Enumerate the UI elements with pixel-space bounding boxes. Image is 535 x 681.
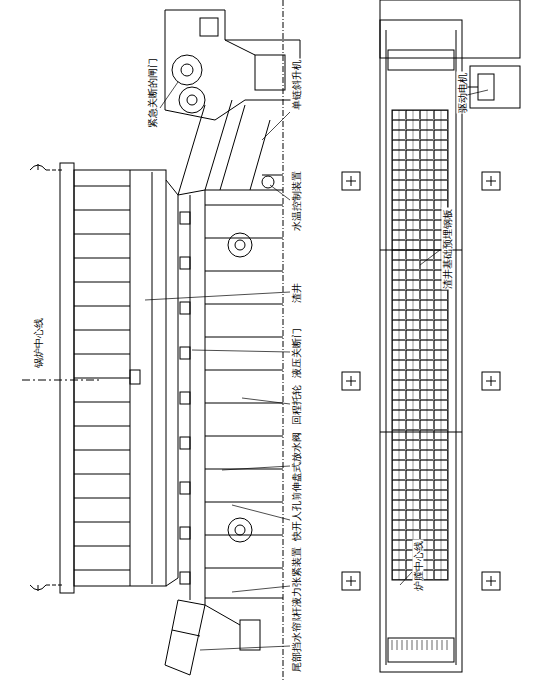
part-label: 紧急关断的闸门 [147, 56, 158, 128]
tail-tooth [442, 640, 443, 650]
hopper-rib [74, 474, 130, 475]
hopper-rib [74, 306, 130, 307]
part-label: 回程托轮 [291, 383, 302, 425]
tail-tooth [417, 640, 418, 650]
tail-tooth [432, 640, 433, 650]
part-label: 前伸盘式放水阀 [291, 430, 302, 502]
part-label: 炉膛中心线 [413, 539, 424, 591]
hopper-rib [74, 402, 130, 403]
support-leg [205, 337, 283, 338]
plan-view [342, 0, 520, 672]
hopper-rib [74, 498, 130, 499]
hook [30, 164, 62, 591]
incline-section [178, 100, 283, 195]
hopper-rib [74, 450, 130, 451]
idler-unit [180, 212, 190, 224]
ground-line [283, 0, 284, 681]
hopper-rib [74, 522, 130, 523]
part-label: 驱动电机 [457, 71, 468, 113]
hopper-rib [74, 570, 130, 571]
idler-unit [180, 347, 190, 359]
tail-tooth [397, 640, 398, 650]
tail-tooth [437, 640, 438, 650]
hopper-rib [74, 378, 130, 379]
support-leg [205, 370, 283, 371]
idler-unit [180, 437, 190, 449]
tail-tooth [402, 640, 403, 650]
part-label: 尾部挡水帘 [291, 620, 302, 672]
part-label: 渣井 [291, 281, 302, 303]
support-leg [205, 271, 283, 272]
hopper-rib [74, 426, 130, 427]
support-leg [205, 436, 283, 437]
tail-section [165, 600, 260, 675]
tail-tooth [407, 640, 408, 650]
slag-hopper [60, 163, 178, 593]
support-leg [205, 304, 283, 305]
idler-unit [180, 302, 190, 314]
idler-unit [180, 572, 190, 584]
support-leg [205, 568, 283, 569]
part-label: 锅炉中心线 [33, 316, 44, 368]
hopper-rib [74, 258, 130, 259]
part-label: 螺杆液力张紧装置 [291, 545, 302, 627]
part-label: 液压关断门 [291, 326, 302, 378]
hopper-rib [74, 282, 130, 283]
tail-tooth [422, 640, 423, 650]
hopper-rib [74, 186, 130, 187]
tail-tooth [447, 640, 448, 650]
hopper-rib [74, 210, 130, 211]
part-label: 快开人孔 [291, 499, 302, 541]
conveyor-tank [178, 190, 283, 605]
tail-tooth [427, 640, 428, 650]
part-label: 水温控制装置 [291, 169, 302, 231]
idler-unit [180, 482, 190, 494]
tail-tooth [412, 640, 413, 650]
idler-unit [180, 527, 190, 539]
idler-unit [180, 392, 190, 404]
support-leg [205, 403, 283, 404]
hopper-rib [74, 330, 130, 331]
support-leg [205, 535, 283, 536]
part-label: 渣井基础预埋钢板 [442, 207, 453, 289]
center-line [22, 380, 102, 381]
support-leg [205, 238, 283, 239]
idler-unit [180, 257, 190, 269]
hopper-rib [74, 354, 130, 355]
support-leg [205, 502, 283, 503]
part-label: 单链斜升机 [291, 58, 302, 110]
leader-lines [145, 82, 488, 650]
tail-tooth [392, 640, 393, 650]
hopper-rib [74, 234, 130, 235]
drive-head [165, 10, 300, 120]
hopper-rib [74, 546, 130, 547]
